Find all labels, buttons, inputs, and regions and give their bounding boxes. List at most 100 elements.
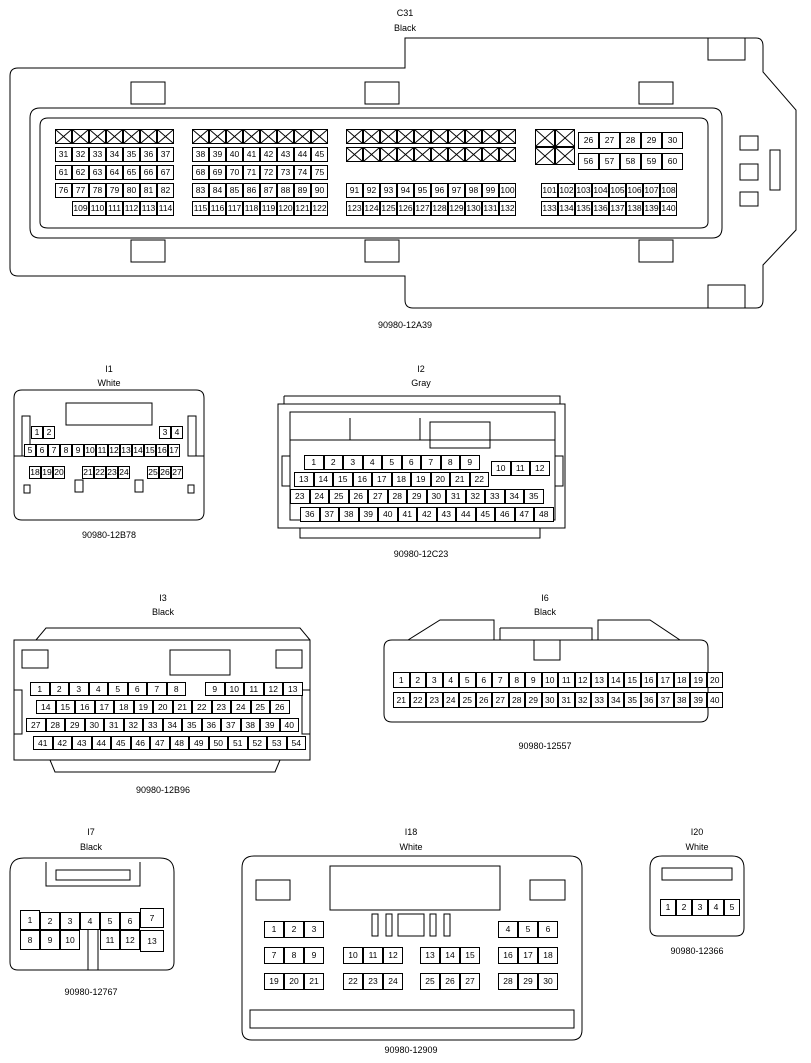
pin-cell: 9 [304, 947, 324, 964]
pin-cell: 19 [264, 973, 284, 990]
pin-cell: 11 [100, 930, 120, 950]
pin-cell: 87 [260, 183, 277, 198]
pin-cell: 118 [243, 201, 260, 216]
pin-cell: 16 [498, 947, 518, 964]
pin-cell: 88 [277, 183, 294, 198]
pin-cell: 18 [673, 672, 690, 688]
pin-cell: 20 [430, 472, 450, 487]
pin-cavity-empty [535, 147, 555, 165]
pin-cell: 26 [270, 700, 290, 714]
pin-cell: 18 [538, 947, 558, 964]
pin-cell: 11 [363, 947, 383, 964]
i1-housing [13, 389, 205, 521]
pin-cell: 10 [60, 930, 80, 950]
pin-cavity-empty [465, 147, 482, 162]
pin-cell: 13 [140, 930, 164, 952]
pin-cell: 33 [591, 692, 608, 708]
i6-code: I6 [541, 593, 549, 603]
pin-cell: 35 [123, 147, 140, 162]
pin-cell: 122 [311, 201, 328, 216]
pin-cell: 11 [510, 461, 530, 476]
pin-cell: 119 [260, 201, 277, 216]
pin-cell: 41 [397, 507, 417, 522]
pin-cell: 38 [192, 147, 209, 162]
pin-cell: 13 [420, 947, 440, 964]
pin-cell: 4 [88, 682, 108, 696]
pin-cell: 37 [157, 147, 174, 162]
pin-cell: 44 [294, 147, 311, 162]
pin-cell: 8 [166, 682, 186, 696]
pin-cell: 26 [159, 466, 171, 479]
pin-cell: 54 [286, 736, 306, 750]
pin-cell: 58 [620, 153, 641, 170]
i18-housing [241, 855, 583, 1041]
i6-housing [383, 619, 709, 723]
pin-cell: 14 [132, 444, 144, 457]
pin-cavity-empty [431, 129, 448, 144]
pin-cell: 37 [319, 507, 339, 522]
i2-code: I2 [417, 364, 425, 374]
pin-cell: 140 [660, 201, 677, 216]
pin-cavity-empty [499, 129, 516, 144]
pin-cell: 68 [192, 165, 209, 180]
i1-color: White [97, 378, 121, 388]
pin-cell: 22 [94, 466, 106, 479]
pin-cell: 92 [363, 183, 380, 198]
pin-cell: 3 [692, 899, 708, 916]
pin-cell: 6 [475, 672, 492, 688]
pin-cell: 25 [329, 489, 349, 504]
pin-cavity-empty [157, 129, 174, 144]
pin-cell: 10 [343, 947, 363, 964]
pin-cavity-empty [346, 129, 363, 144]
pin-cell: 11 [96, 444, 108, 457]
pin-cell: 32 [574, 692, 591, 708]
pin-cell: 15 [624, 672, 641, 688]
pin-cell: 117 [226, 201, 243, 216]
pin-cell: 105 [609, 183, 626, 198]
pin-cavity-empty [260, 129, 277, 144]
pin-cell: 6 [401, 455, 421, 470]
pin-cell: 2 [284, 921, 304, 938]
pin-cell: 115 [192, 201, 209, 216]
pin-cell: 37 [657, 692, 674, 708]
pin-cell: 139 [643, 201, 660, 216]
i18-part-number: 90980-12909 [384, 1045, 438, 1055]
pin-cell: 10 [541, 672, 558, 688]
pin-cell: 72 [260, 165, 277, 180]
pin-cavity-empty [431, 147, 448, 162]
pin-cell: 63 [89, 165, 106, 180]
pin-cell: 30 [84, 718, 104, 732]
pin-cell: 38 [240, 718, 260, 732]
pin-cell: 40 [279, 718, 299, 732]
pin-cell: 29 [525, 692, 542, 708]
pin-cell: 25 [147, 466, 159, 479]
pin-cell: 128 [431, 201, 448, 216]
pin-cell: 28 [498, 973, 518, 990]
i3-color: Black [151, 607, 175, 617]
pin-cell: 42 [260, 147, 277, 162]
pin-cell: 34 [607, 692, 624, 708]
pin-cell: 15 [144, 444, 156, 457]
pin-cell: 17 [372, 472, 392, 487]
pin-cell: 111 [106, 201, 123, 216]
pin-cell: 38 [339, 507, 359, 522]
pin-cell: 18 [29, 466, 41, 479]
pin-cell: 21 [393, 692, 410, 708]
pin-cell: 137 [609, 201, 626, 216]
pin-cell: 3 [69, 682, 89, 696]
pin-cell: 70 [226, 165, 243, 180]
i3-housing [13, 627, 311, 773]
pin-cell: 1 [264, 921, 284, 938]
pin-cell: 21 [450, 472, 470, 487]
pin-cell: 43 [277, 147, 294, 162]
pin-cell: 33 [485, 489, 505, 504]
pin-cell: 27 [171, 466, 183, 479]
pin-cell: 19 [41, 466, 53, 479]
pin-cell: 99 [482, 183, 499, 198]
pin-cavity-empty [363, 129, 380, 144]
pin-cell: 112 [123, 201, 140, 216]
pin-cell: 12 [574, 672, 591, 688]
pin-cavity-empty [140, 129, 157, 144]
pin-cell: 45 [111, 736, 131, 750]
